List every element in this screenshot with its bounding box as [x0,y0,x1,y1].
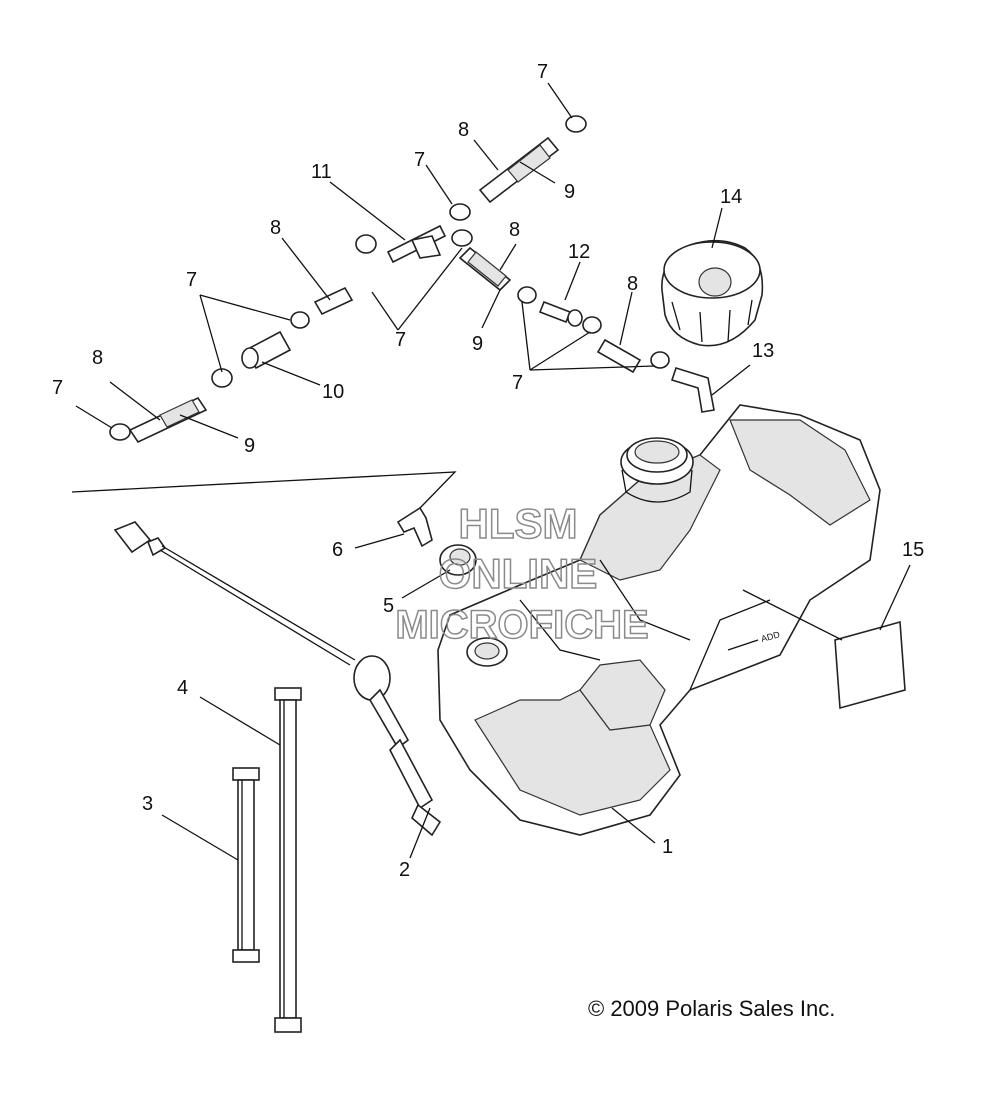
strap-short [232,767,260,963]
callout-7-top: 7 [537,61,548,83]
callout-9-center: 9 [472,333,483,355]
callout-13: 13 [752,340,774,362]
callout-7-right: 7 [512,372,523,394]
callout-2: 2 [399,859,410,881]
fuel-sender [113,521,442,837]
callout-6: 6 [332,539,343,561]
callout-7-center: 7 [395,329,406,351]
watermark-line-2: ONLINE [439,550,598,597]
callout-14: 14 [720,186,742,208]
leader-lines [75,82,911,861]
callout-8-right: 8 [627,273,638,295]
fuel-line-assembly [71,115,715,576]
callout-12: 12 [568,241,590,263]
callout-8-left: 8 [270,217,281,239]
callout-5: 5 [383,595,394,617]
watermark-line-1: HLSM [459,500,578,547]
callout-15: 15 [902,539,924,561]
callout-3: 3 [142,793,153,815]
callout-9-top: 9 [564,181,575,203]
callout-9-left: 9 [244,435,255,457]
watermark: HLSM ONLINE MICROFICHE [395,499,650,648]
callout-4: 4 [177,677,188,699]
strap-long [274,687,302,1033]
decal [834,620,906,710]
copyright-notice: © 2009 Polaris Sales Inc. [588,996,835,1021]
callout-11: 11 [311,161,332,183]
callout-labels: 1 2 3 4 5 6 7 7 7 7 7 7 8 8 8 8 8 9 9 9 … [52,61,924,881]
watermark-line-3: MICROFICHE [395,603,648,647]
callout-8-top: 8 [458,119,469,141]
tank-add-marking: ADD [760,629,781,644]
callout-8-center: 8 [509,219,520,241]
callout-1: 1 [662,836,673,858]
callout-7-left: 7 [186,269,197,291]
callout-8-far-left: 8 [92,347,103,369]
callout-7-upper: 7 [414,149,425,171]
fuel-tank: ADD [437,404,881,836]
callout-7-far-left: 7 [52,377,63,399]
callout-10: 10 [322,381,344,403]
fuel-cap [661,239,764,347]
